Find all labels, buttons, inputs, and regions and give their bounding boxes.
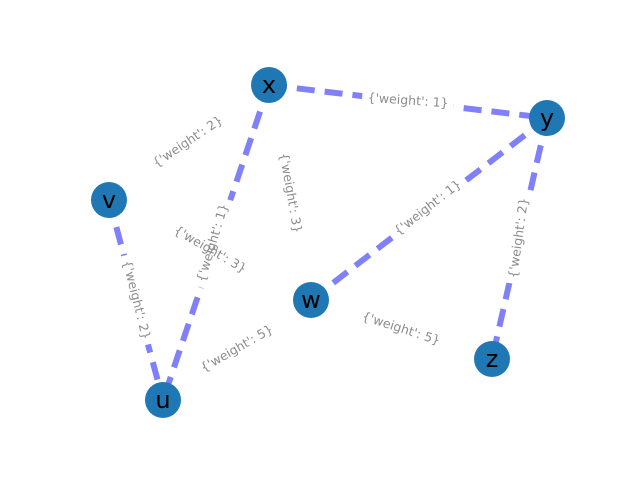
edge-label-x-y-background <box>361 89 455 113</box>
edge-label-u-w: {'weight': 5} <box>198 321 276 375</box>
node-circle-v <box>91 182 127 218</box>
node-label-w: w <box>301 286 321 314</box>
node-circle-y <box>529 100 565 136</box>
node-label-x: x <box>262 71 276 99</box>
node-y: y <box>529 100 565 136</box>
edge-label-y-z-background <box>504 191 534 285</box>
node-circle-u <box>145 382 181 418</box>
node-circle-x <box>251 67 287 103</box>
node-w: w <box>293 282 329 318</box>
edge-label-v-u-background <box>117 253 155 347</box>
edge-label-w-y: {'weight': 1} <box>391 176 464 238</box>
node-z: z <box>474 341 510 377</box>
edge-x-y <box>268 82 548 121</box>
edge-label-x-v: {'weight': 2} <box>150 112 226 170</box>
node-label-z: z <box>486 345 499 373</box>
node-layer: x y v w z u <box>91 67 565 418</box>
edge-label-layer: {'weight': 1}{'weight': 1}{'weight': 1}{… <box>117 89 534 375</box>
node-circle-w <box>293 282 329 318</box>
node-label-u: u <box>155 386 170 414</box>
edge-v-u <box>106 199 166 401</box>
node-u: u <box>145 382 181 418</box>
node-circle-z <box>474 341 510 377</box>
edge-label-x-w: {'weight': 3} <box>277 152 306 234</box>
edge-label-u-y: {'weight': 5} <box>360 308 442 347</box>
node-x: x <box>251 67 287 103</box>
node-v: v <box>91 182 127 218</box>
edge-label-x-u-background <box>191 196 235 290</box>
node-label-v: v <box>102 186 116 214</box>
node-label-y: y <box>540 104 554 132</box>
edge-label-x-y: {'weight': 1} <box>367 90 449 111</box>
edge-label-y-z: {'weight': 2} <box>505 197 531 279</box>
edge-label-v-u: {'weight': 2} <box>120 259 154 341</box>
edge-label-w-y-background <box>386 173 470 243</box>
